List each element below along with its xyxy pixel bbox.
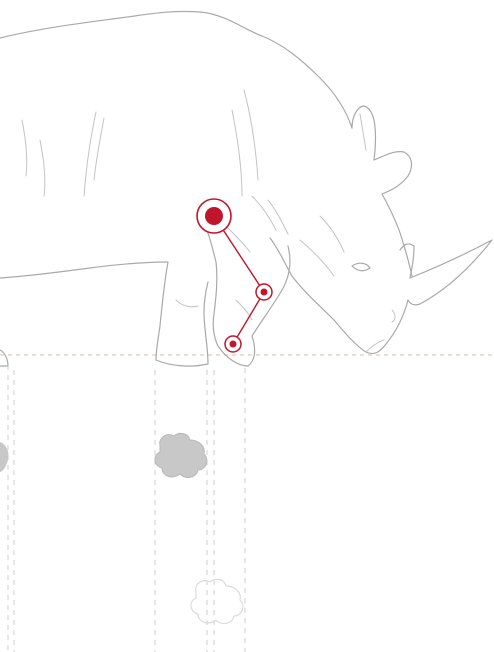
rhino-hind-leg-fold — [176, 300, 198, 307]
rhino-ear-back — [374, 152, 411, 194]
rhino-body-fold-1 — [84, 112, 96, 196]
rhino-belly-outline — [0, 262, 168, 278]
rhino-throat — [270, 238, 334, 320]
rhino-shoulder-fold — [244, 90, 258, 180]
elbow-joint[interactable] — [205, 207, 223, 225]
rhino-face-outline — [382, 194, 412, 276]
rhino-ear-inner — [360, 114, 366, 150]
rhino-shoulder-fold-2 — [232, 110, 242, 196]
rhino-neck-fold-1 — [268, 200, 288, 234]
rhino-mouth — [366, 340, 384, 352]
rhino-illustration — [0, 11, 492, 366]
rhino-body-fold-3 — [40, 140, 45, 196]
rhino-back-outline — [0, 11, 352, 128]
rhino-body-fold-4 — [22, 120, 27, 176]
fetlock-joint[interactable] — [230, 341, 237, 348]
footprints — [0, 433, 243, 623]
rhino-small-horn — [400, 244, 414, 278]
rhino-muzzle — [334, 300, 408, 354]
rhino-ear — [352, 106, 376, 160]
footprint-left-partial — [0, 442, 9, 472]
rhino-eye — [352, 263, 370, 271]
joint-markers — [197, 199, 272, 352]
rhino-nostril — [392, 310, 395, 322]
rhino-front-leg — [200, 212, 290, 366]
rhino-large-horn — [408, 240, 492, 305]
rhino-hind-leg — [156, 262, 208, 366]
joint-link-2 — [233, 292, 264, 344]
footprint-solid — [155, 433, 207, 477]
rhino-head-wrinkle-2 — [320, 216, 344, 252]
rhino-neck-fold-2 — [252, 196, 276, 230]
rhino-left-leg-edge — [0, 350, 8, 366]
rhino-body-fold-2 — [94, 118, 104, 180]
footprint-ghost — [191, 579, 243, 623]
rhino-head-wrinkle-1 — [300, 240, 334, 276]
wrist-joint[interactable] — [261, 289, 268, 296]
foot-guides — [8, 365, 245, 652]
